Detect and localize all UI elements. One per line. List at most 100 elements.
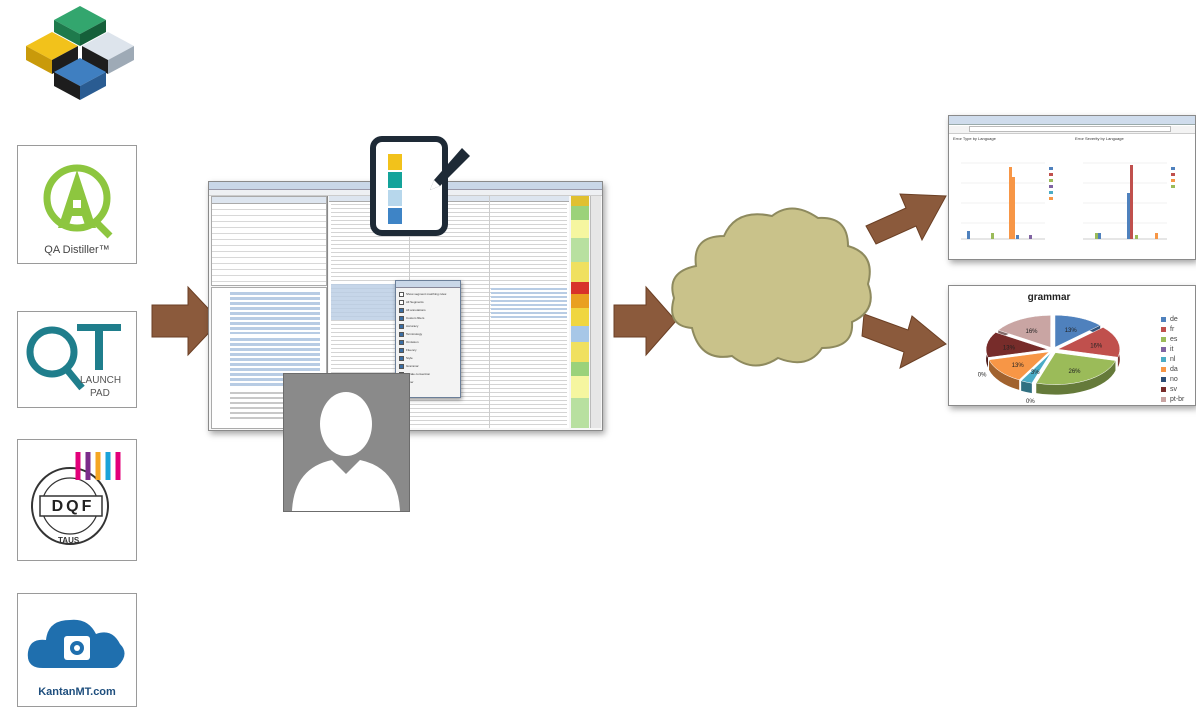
pie-slice-side (1021, 380, 1032, 394)
pie-data-label: 0% (978, 372, 987, 378)
pie-slice-da (988, 351, 1050, 381)
legend-swatch (1161, 356, 1166, 362)
legend-label: fr (1170, 325, 1175, 333)
legend-item: pt-br (1161, 394, 1184, 404)
popup-filter-item[interactable]: Custom filters (399, 314, 457, 322)
pie-slice-sv (985, 332, 1049, 358)
legend-label: pt-br (1170, 395, 1185, 403)
popup-filter-label: All Segments (406, 299, 424, 304)
qt-pad-label: PAD (90, 388, 110, 399)
legend-label: it (1170, 345, 1174, 353)
legend-label: da (1170, 365, 1178, 373)
legend-label: nl (1170, 355, 1176, 363)
checkbox-icon[interactable] (399, 307, 404, 313)
popup-filter-item[interactable]: Omission (399, 338, 457, 346)
legend-swatch (1161, 376, 1166, 382)
cube-logo-icon (26, 6, 134, 100)
legend-item: no (1161, 374, 1184, 384)
legend-item: de (1161, 314, 1184, 324)
kantanmt-label: KantanMT.com (38, 686, 116, 698)
arrow-down-right (861, 313, 947, 369)
legend-item: it (1161, 344, 1184, 354)
cube-logo (20, 4, 138, 104)
checkbox-icon[interactable] (399, 315, 404, 321)
pie-data-label: 26% (1068, 369, 1081, 375)
legend-label: sv (1170, 385, 1177, 393)
legend-item: fr (1161, 324, 1184, 334)
popup-filter-label: Custom filters (406, 315, 425, 320)
checkbox-icon[interactable] (399, 323, 404, 329)
popup-filter-item[interactable]: All Segments (399, 298, 457, 306)
legend-item: es (1161, 334, 1184, 344)
legend-item: nl (1161, 354, 1184, 364)
legend-swatch (1161, 366, 1166, 372)
checkbox-icon[interactable] (399, 347, 404, 353)
pie-data-label: 0% (1026, 399, 1035, 405)
popup-filter-label: Omission (406, 339, 419, 344)
pie-slice-pt-br (997, 315, 1051, 348)
popup-filter-label: Show segment matching rules: (406, 291, 448, 296)
popup-filter-label: Style (406, 355, 413, 360)
checkbox-icon[interactable] (399, 331, 404, 337)
pie-slice-side (988, 359, 1020, 390)
popup-filter-label: Locale convention (406, 371, 431, 376)
browser-tabs (949, 116, 1195, 125)
checkbox-icon[interactable] (399, 339, 404, 345)
taus-ring-text: TAUS (58, 536, 80, 545)
checkbox-icon[interactable] (399, 291, 404, 297)
taus-dqf-logo: DQF TAUS (17, 439, 137, 561)
properties-panel (211, 196, 327, 286)
arrow-up-right (865, 193, 947, 245)
legend-swatch (1161, 316, 1166, 322)
pie-slice-side (1036, 360, 1116, 395)
user-silhouette-icon (292, 392, 400, 511)
error-type-chart (953, 143, 1067, 253)
popup-filter-item[interactable]: Terminology (399, 330, 457, 338)
qt-launchpad-logo: LAUNCH PAD (17, 311, 137, 408)
status-bars (571, 196, 589, 428)
legend-swatch (1161, 346, 1166, 352)
pie-data-label: 13% (1065, 328, 1078, 334)
checkbox-icon[interactable] (399, 299, 404, 305)
popup-filter-item[interactable]: Style (399, 354, 457, 362)
kantanmt-logo: KantanMT.com (17, 593, 137, 707)
checkbox-icon[interactable] (399, 363, 404, 369)
legend-label: de (1170, 315, 1178, 323)
pie-slice-fr (1056, 327, 1121, 358)
qt-launch-label: LAUNCH (80, 375, 122, 386)
legend-swatch (1161, 336, 1166, 342)
browser-address-bar (949, 126, 1195, 134)
pie-slice-nl (1020, 352, 1052, 384)
popup-filter-item[interactable]: Show segment matching rules: (399, 290, 457, 298)
legend-label: no (1170, 375, 1178, 383)
checkbox-icon[interactable] (399, 355, 404, 361)
pie-data-label: 13% (1003, 345, 1016, 351)
dqf-text: DQF (51, 498, 95, 515)
popup-filter-item[interactable]: Grammar (399, 362, 457, 370)
dqf-stamp-icon (31, 452, 121, 545)
pie-data-label: 16% (1090, 343, 1103, 349)
popup-filter-item[interactable]: All annotations (399, 306, 457, 314)
popup-filter-label: Accuracy (406, 323, 419, 328)
browser-report-window: Error Type by Language Error Severity by… (948, 115, 1196, 260)
qa-distiller-logo: QA Distiller™ (17, 145, 137, 264)
pie-data-label: 13% (1012, 363, 1025, 369)
cloud-shape (671, 207, 872, 367)
left-chart-title: Error Type by Language (953, 136, 996, 141)
legend-item: da (1161, 364, 1184, 374)
pie-data-label: 16% (1025, 329, 1038, 335)
popup-filter-label: Fluency (406, 347, 417, 352)
popup-filter-item[interactable]: Accuracy (399, 322, 457, 330)
legend-swatch (1161, 386, 1166, 392)
filter-popup: Show segment matching rules: All Segments… (395, 280, 461, 398)
error-severity-chart (1075, 143, 1191, 253)
annotate-icon (370, 136, 448, 236)
qt-letters-icon (26, 324, 121, 391)
popup-filter-item[interactable]: Fluency (399, 346, 457, 354)
qa-a-icon (43, 164, 113, 239)
legend-swatch (1161, 326, 1166, 332)
popup-filter-label: Terminology (406, 331, 423, 336)
legend-swatch (1161, 396, 1166, 402)
